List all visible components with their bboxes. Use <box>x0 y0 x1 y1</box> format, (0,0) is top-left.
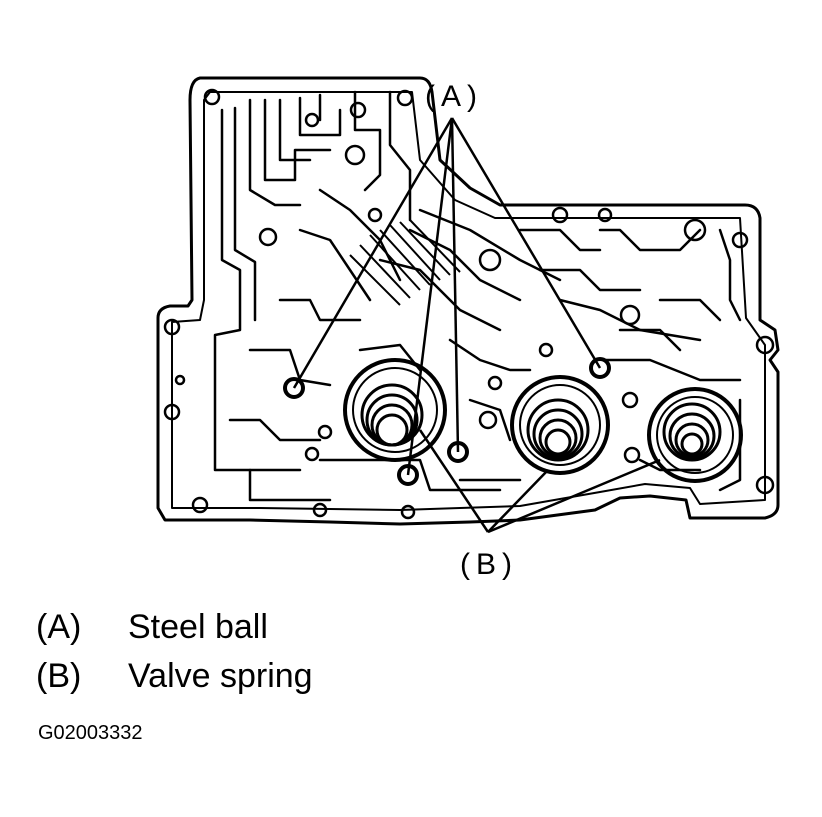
callout-a-label: (A) <box>425 80 483 113</box>
valve-body-diagram <box>156 76 780 534</box>
legend-item-valve-spring: (B) Valve spring <box>36 657 313 696</box>
legend-item-steel-ball: (A) Steel ball <box>36 608 268 647</box>
callout-b-label: (B) <box>460 548 518 581</box>
steel-balls <box>283 357 611 486</box>
legend-key: (A) <box>36 608 82 646</box>
legend-key: (B) <box>36 657 82 695</box>
leader-lines-a <box>292 117 602 476</box>
figure-id: G02003332 <box>38 722 143 744</box>
valve-body-outline <box>156 76 780 526</box>
legend-text: Steel ball <box>128 608 268 646</box>
legend-text: Valve spring <box>128 657 313 695</box>
leader-lines-b <box>418 429 661 534</box>
valve-springs <box>343 358 743 483</box>
